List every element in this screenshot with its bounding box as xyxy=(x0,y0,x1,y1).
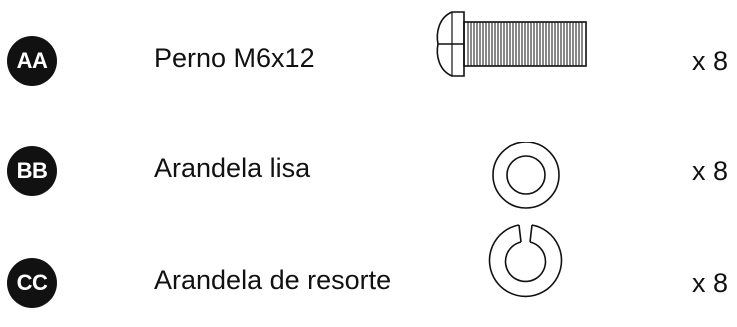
flat-washer-icon xyxy=(492,142,560,209)
part-name: Arandela lisa xyxy=(154,153,311,183)
part-row-cc: CC Arandela de resorte x 8 xyxy=(0,224,737,324)
bolt-icon xyxy=(436,11,587,77)
part-quantity: x 8 xyxy=(692,268,729,298)
part-quantity: x 8 xyxy=(692,46,729,76)
part-code-badge: CC xyxy=(7,258,57,308)
part-code-badge: BB xyxy=(7,146,57,196)
part-quantity: x 8 xyxy=(692,156,729,186)
spring-washer-icon xyxy=(488,224,563,298)
part-name: Perno M6x12 xyxy=(154,43,315,73)
part-code-badge: AA xyxy=(7,36,57,86)
part-row-bb: BB Arandela lisa x 8 xyxy=(0,132,737,212)
part-row-aa: AA Perno M6x12 xyxy=(0,11,737,102)
part-name: Arandela de resorte xyxy=(154,265,392,295)
